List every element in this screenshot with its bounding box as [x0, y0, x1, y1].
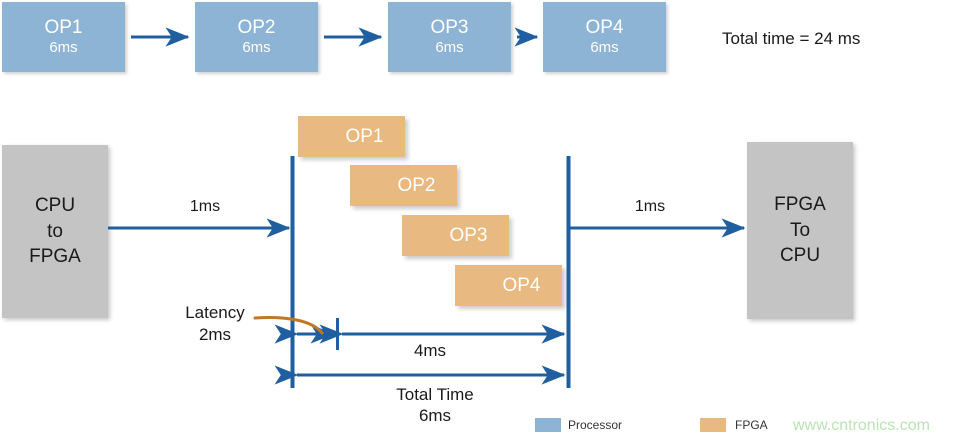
cpu-to-fpga-line-3: FPGA: [29, 246, 81, 268]
serial-op-time: 6ms: [242, 39, 271, 57]
total-time-line-1: Total Time: [396, 385, 474, 404]
serial-op-box-4: OP4 6ms: [543, 2, 666, 72]
transfer-out-label: 1ms: [634, 198, 666, 215]
pipeline-op-box-1: OP1: [298, 116, 405, 157]
cpu-to-fpga-box: CPU to FPGA: [2, 145, 108, 318]
latency-label-line-1: Latency: [185, 303, 245, 322]
span-4ms-label: 4ms: [413, 341, 447, 360]
legend-label-fpga: FPGA: [735, 418, 768, 432]
pipeline-op-name: OP1: [345, 125, 384, 147]
pipeline-op-name: OP3: [449, 224, 488, 246]
latency-label-line-2: 2ms: [198, 325, 232, 344]
fpga-to-cpu-box: FPGA To CPU: [747, 142, 853, 319]
cpu-to-fpga-line-2: to: [47, 220, 63, 242]
legend-swatch-fpga: [700, 418, 726, 432]
legend-label-processor: Processor: [568, 418, 623, 432]
serial-op-box-2: OP2 6ms: [195, 2, 318, 72]
serial-op-name: OP4: [585, 17, 624, 39]
total-time-line-2: 6ms: [418, 406, 452, 425]
legend-swatch-processor: [535, 418, 561, 432]
fpga-to-cpu-line-1: FPGA: [774, 194, 826, 216]
pipeline-op-name: OP2: [397, 174, 436, 196]
serial-total-time-label: Total time = 24 ms: [722, 29, 861, 48]
serial-op-time: 6ms: [435, 39, 464, 57]
serial-op-name: OP2: [237, 17, 276, 39]
serial-op-box-3: OP3 6ms: [388, 2, 511, 72]
serial-op-time: 6ms: [590, 39, 619, 57]
serial-op-name: OP3: [430, 17, 469, 39]
serial-op-box-1: OP1 6ms: [2, 2, 125, 72]
serial-op-name: OP1: [44, 17, 83, 39]
pipeline-op-box-4: OP4: [455, 265, 562, 306]
site-watermark: www.cntronics.com: [793, 417, 930, 434]
fpga-to-cpu-line-2: To: [789, 219, 811, 241]
pipeline-op-box-3: OP3: [402, 215, 509, 256]
fpga-to-cpu-line-3: CPU: [779, 245, 821, 267]
cpu-to-fpga-line-1: CPU: [34, 195, 76, 217]
pipeline-op-box-2: OP2: [350, 165, 457, 206]
transfer-in-label: 1ms: [189, 198, 221, 215]
serial-op-time: 6ms: [49, 39, 78, 57]
pipeline-op-name: OP4: [502, 274, 541, 296]
